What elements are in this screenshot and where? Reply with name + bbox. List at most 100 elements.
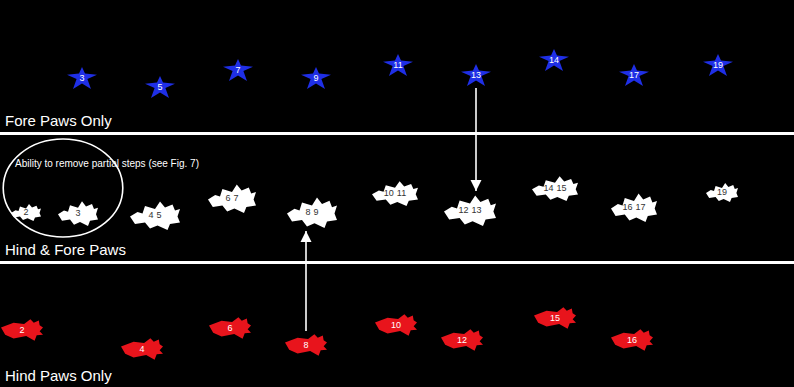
text-group: 1011 <box>384 188 406 198</box>
step-number: 8 <box>305 207 310 217</box>
combined-paw-print: 12 13 <box>444 194 496 226</box>
callout-outline <box>2 138 124 238</box>
text-group: 6 <box>227 323 232 333</box>
fore-paw-print: 3 <box>67 67 97 89</box>
panel-band: 2 3 Ability to remove partial steps (see F… <box>0 135 794 261</box>
step-number: 11 <box>393 60 402 70</box>
paw-print-shape <box>441 329 483 351</box>
step-number: 2 <box>19 325 24 335</box>
paw-print-shape <box>130 202 180 231</box>
paw-print-shape <box>444 194 496 226</box>
text-group: 15 <box>550 313 560 323</box>
step-number: 11 <box>397 188 406 198</box>
step-number: 8 <box>303 340 308 350</box>
step-number: 15 <box>550 313 560 323</box>
step-number: 16 <box>627 335 637 345</box>
text-group: 3 <box>75 208 80 218</box>
text-group: Fore Paws Only <box>0 112 794 132</box>
text-group: 9 <box>313 73 318 83</box>
text-group: 1415 <box>543 183 566 193</box>
step-number: 13 <box>472 205 482 215</box>
callout-note: Ability to remove partial steps (see Fig… <box>15 158 111 170</box>
text-group: 8 <box>303 340 308 350</box>
combined-paw-print: 67 <box>208 183 256 213</box>
text-group: 10 <box>391 320 401 330</box>
hind-paw-print: 10 <box>375 313 417 337</box>
combined-paw-print: 1415 <box>532 175 578 201</box>
step-number: 4 <box>139 344 144 354</box>
fore-paw-print: 19 <box>703 54 733 76</box>
paw-print-shape <box>209 317 251 339</box>
paw-print-shape <box>145 76 175 98</box>
step-number: 4 <box>148 210 153 220</box>
text-group: 7 <box>235 65 240 75</box>
panel-separator <box>0 261 794 264</box>
paw-print-shape <box>58 201 98 226</box>
step-number: 10 <box>391 320 401 330</box>
text-group: 19 <box>713 60 723 70</box>
fore-paw-print: 7 <box>223 59 253 81</box>
step-number: 17 <box>636 202 646 212</box>
step-number: 16 <box>622 202 632 212</box>
step-number: 5 <box>157 210 162 220</box>
text-group: Hind Paws Only <box>0 367 794 387</box>
fore-paw-print: 9 <box>301 67 331 89</box>
combined-paw-print: 3 <box>58 200 98 226</box>
paw-print-shape <box>285 334 327 356</box>
step-number: 2 <box>23 207 28 217</box>
panel-label: Hind & Fore Paws <box>5 241 794 258</box>
step-number: 14 <box>549 55 559 65</box>
step-number: 6 <box>225 193 230 203</box>
panel-band: 3 5 7 9 11 13 14 17 19Fore Paws Only <box>0 0 794 132</box>
combined-paw-print: 1011 <box>372 180 418 206</box>
paw-print-shape <box>706 183 738 202</box>
hind-paw-print: 6 <box>209 316 251 340</box>
step-number: 3 <box>75 208 80 218</box>
text-group: 12 <box>457 335 467 345</box>
combined-paw-print: 19 <box>706 182 738 202</box>
paw-print-shape <box>121 338 163 360</box>
paw-print-shape <box>130 200 180 230</box>
callout-outline <box>3 139 123 237</box>
combined-paw-print: 45 <box>130 200 180 230</box>
paw-print-shape <box>287 198 337 228</box>
panel-band: 2 4 6 8 10 12 15 16Hind Paws Only <box>0 264 794 387</box>
text-group: 2 <box>19 325 24 335</box>
step-number: 7 <box>235 65 240 75</box>
step-number: 12 <box>458 205 468 215</box>
step-number: 9 <box>313 73 318 83</box>
paw-print-shape <box>208 185 256 214</box>
text-group: 13 <box>471 70 481 80</box>
panel-label: Hind Paws Only <box>5 367 794 384</box>
paw-print-shape <box>532 175 578 201</box>
text-group: 19 <box>717 187 727 197</box>
correspondence-arrow <box>475 88 477 191</box>
text-group: 17 <box>629 70 639 80</box>
hind-paw-print: 15 <box>534 306 576 330</box>
paw-print-shape <box>703 54 733 76</box>
text-group: 2 <box>23 207 28 217</box>
text-group: 14 <box>549 55 559 65</box>
step-number: 12 <box>457 335 467 345</box>
text-group: 45 <box>148 210 161 220</box>
text-group: 89 <box>305 207 318 217</box>
fore-paw-print: 13 <box>461 64 491 86</box>
paw-print-shape <box>372 180 418 206</box>
text-group: Ability to remove partial steps (see Fig… <box>15 158 111 170</box>
step-number: 5 <box>157 82 162 92</box>
paw-print-shape <box>372 181 418 206</box>
step-number: 3 <box>79 73 84 83</box>
panel-label: Fore Paws Only <box>5 112 794 129</box>
fore-paw-print: 17 <box>619 64 649 86</box>
step-number: 9 <box>314 207 319 217</box>
step-number: 10 <box>384 188 394 198</box>
text-group: 12 13 <box>458 205 481 215</box>
paw-print-shape <box>208 183 256 213</box>
step-number: 15 <box>557 183 567 193</box>
hind-paw-print: 8 <box>285 333 327 357</box>
paw-print-shape <box>444 196 496 226</box>
paw-print-shape <box>287 196 337 228</box>
paw-print-shape <box>619 64 649 86</box>
step-number: 19 <box>717 187 727 197</box>
fore-paw-print: 14 <box>539 49 569 71</box>
